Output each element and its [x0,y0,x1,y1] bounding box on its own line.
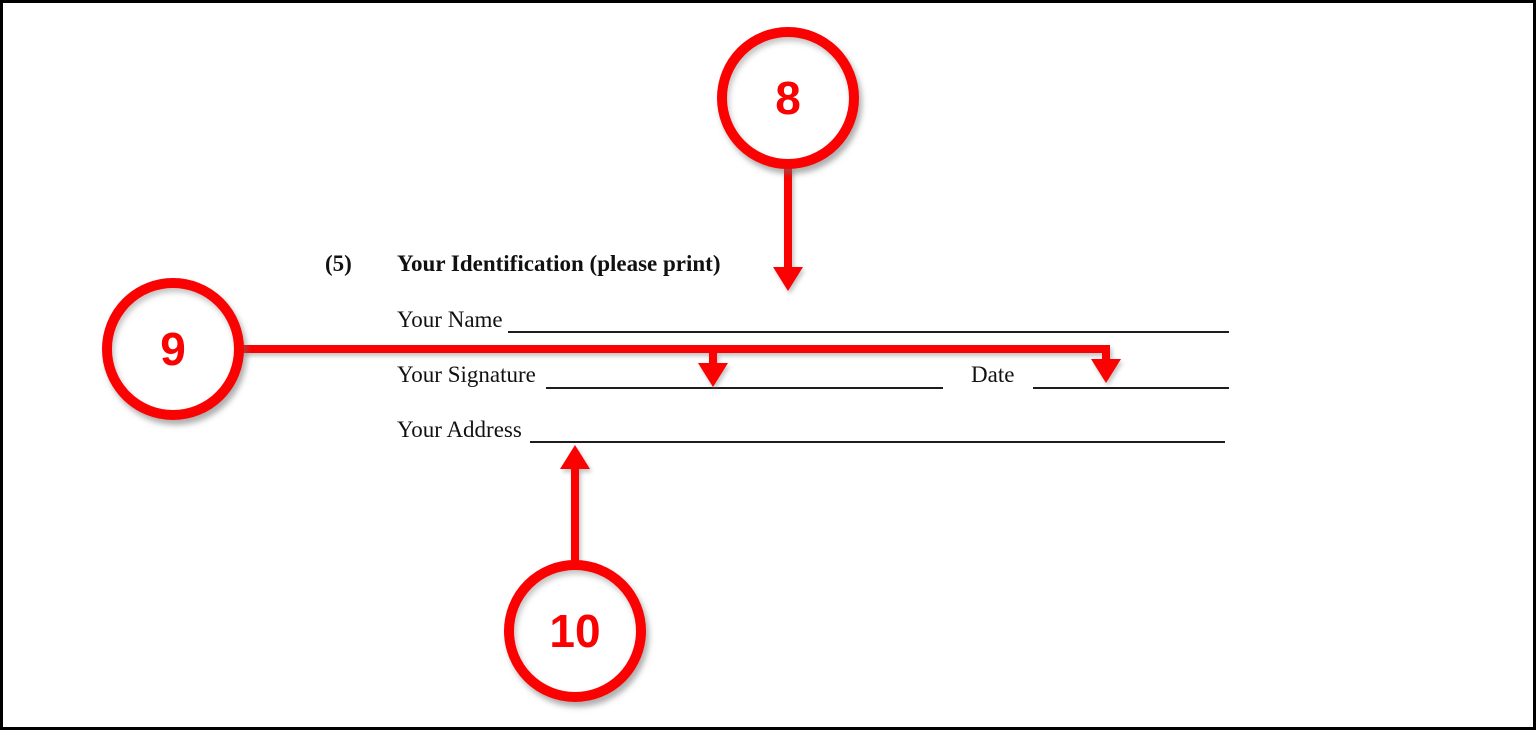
callout-circle-10: 10 [504,560,646,702]
date-label: Date [971,362,1015,387]
address-label: Your Address [397,417,522,442]
section-title: Your Identification (please print) [397,251,721,276]
date-blank-line [1033,387,1229,389]
callout-number-8: 8 [775,72,801,124]
callout-10-arrowhead-icon [560,445,590,469]
section-number: (5) [325,251,352,276]
callout-8-arrow-shaft [784,166,792,269]
name-blank-line [508,331,1229,333]
callout-9-date-arrowhead-icon [1091,359,1121,383]
name-label: Your Name [397,307,503,332]
callout-9-signature-arrowhead-icon [698,363,728,387]
callout-9-date-arrow-shaft [1102,352,1110,361]
callout-9-connector-line [242,345,1110,353]
callout-8-arrowhead-icon [773,267,803,291]
signature-blank-line [546,387,943,389]
callout-number-10: 10 [549,605,601,657]
signature-label: Your Signature [397,362,536,387]
callout-circle-9: 9 [102,278,244,420]
callout-10-arrow-shaft [571,467,579,561]
callout-9-signature-arrow-shaft [709,352,717,365]
address-blank-line [530,441,1225,443]
callout-circle-8: 8 [717,27,859,169]
callout-number-9: 9 [160,323,186,375]
